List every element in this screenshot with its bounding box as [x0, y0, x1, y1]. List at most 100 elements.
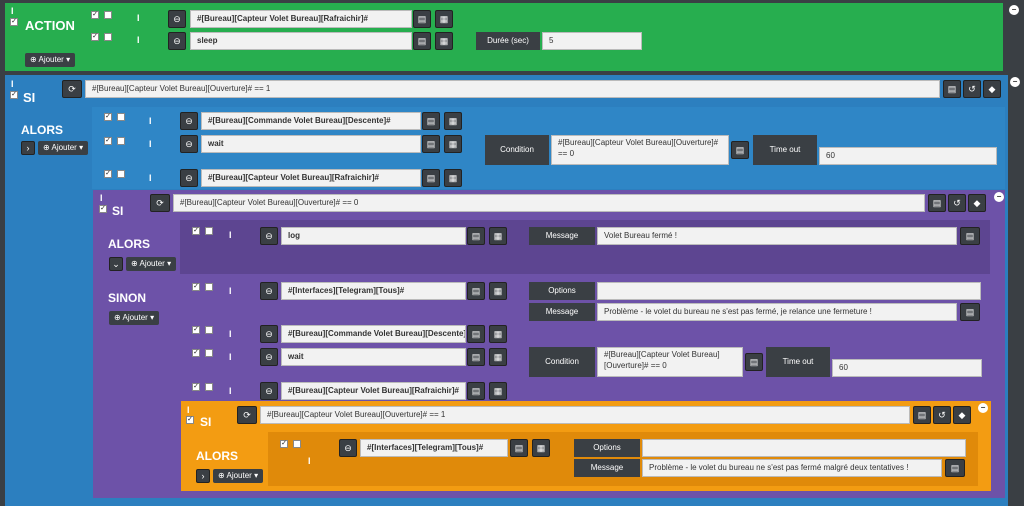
- expand-button[interactable]: ›: [21, 141, 35, 155]
- collapse-icon[interactable]: −: [994, 192, 1004, 202]
- drag-handle[interactable]: I: [137, 13, 140, 23]
- timeout-input[interactable]: 60: [819, 147, 997, 165]
- command-input[interactable]: #[Bureau][Commande Volet Bureau][Descent…: [201, 112, 421, 130]
- option-checkbox[interactable]: [205, 383, 213, 391]
- enable-checkbox[interactable]: ✓: [192, 283, 200, 291]
- history-button[interactable]: ↺: [963, 80, 981, 98]
- drag-handle[interactable]: I: [149, 116, 152, 126]
- list-button[interactable]: ▤: [467, 227, 485, 245]
- enable-checkbox[interactable]: ✓: [91, 11, 99, 19]
- list-button[interactable]: ▤: [731, 141, 749, 159]
- remove-button[interactable]: ⊖: [339, 439, 357, 457]
- list-button[interactable]: ▤: [510, 439, 528, 457]
- remove-button[interactable]: ⊖: [168, 10, 186, 28]
- add-button[interactable]: ⊕ Ajouter ▾: [109, 311, 160, 325]
- enable-checkbox[interactable]: ✓: [104, 113, 112, 121]
- drag-handle[interactable]: I: [229, 230, 232, 240]
- option-checkbox[interactable]: [117, 137, 125, 145]
- drag-handle[interactable]: I: [187, 405, 190, 415]
- table-button[interactable]: ▦: [532, 439, 550, 457]
- command-input[interactable]: wait: [201, 135, 421, 153]
- table-button[interactable]: ▦: [489, 325, 507, 343]
- command-input[interactable]: #[Bureau][Capteur Volet Bureau][Rafraich…: [281, 382, 466, 400]
- table-button[interactable]: ▦: [435, 32, 453, 50]
- command-input[interactable]: log: [281, 227, 466, 245]
- list-button[interactable]: ▤: [413, 10, 431, 28]
- table-button[interactable]: ▦: [444, 169, 462, 187]
- enable-checkbox[interactable]: ✓: [91, 33, 99, 41]
- remove-button[interactable]: ⊖: [260, 227, 278, 245]
- list-button[interactable]: ▤: [413, 32, 431, 50]
- remove-button[interactable]: ⊖: [180, 169, 198, 187]
- history-button[interactable]: ↺: [933, 406, 951, 424]
- list-button[interactable]: ▤: [945, 459, 965, 477]
- condition-input[interactable]: #[Bureau][Capteur Volet Bureau][Ouvertur…: [551, 135, 729, 165]
- list-button[interactable]: ▤: [467, 282, 485, 300]
- message-input[interactable]: Volet Bureau fermé !: [597, 227, 957, 245]
- remove-button[interactable]: ⊖: [260, 382, 278, 400]
- list-button[interactable]: ▤: [745, 353, 763, 371]
- list-button[interactable]: ▤: [467, 382, 485, 400]
- drag-handle[interactable]: I: [229, 386, 232, 396]
- si-checkbox[interactable]: ✓: [10, 91, 18, 99]
- enable-checkbox[interactable]: ✓: [104, 170, 112, 178]
- drag-handle[interactable]: I: [11, 6, 14, 16]
- condition-input[interactable]: #[Bureau][Capteur Volet Bureau][Ouvertur…: [85, 80, 940, 98]
- drag-handle[interactable]: I: [229, 286, 232, 296]
- option-checkbox[interactable]: [293, 440, 301, 448]
- refresh-button[interactable]: ⟳: [237, 406, 257, 424]
- enable-checkbox[interactable]: ✓: [192, 227, 200, 235]
- cube-button[interactable]: ◆: [983, 80, 1001, 98]
- timeout-input[interactable]: 60: [832, 359, 982, 377]
- list-button[interactable]: ▤: [943, 80, 961, 98]
- remove-button[interactable]: ⊖: [180, 135, 198, 153]
- add-button[interactable]: ⊕ Ajouter ▾: [25, 53, 76, 67]
- list-button[interactable]: ▤: [960, 227, 980, 245]
- remove-button[interactable]: ⊖: [260, 325, 278, 343]
- options-input[interactable]: [597, 282, 981, 300]
- refresh-button[interactable]: ⟳: [150, 194, 170, 212]
- remove-button[interactable]: ⊖: [168, 32, 186, 50]
- option-checkbox[interactable]: [117, 170, 125, 178]
- expand-button[interactable]: ⌄: [109, 257, 123, 271]
- command-input[interactable]: #[Interfaces][Telegram][Tous]#: [360, 439, 508, 457]
- si-checkbox[interactable]: ✓: [99, 205, 107, 213]
- table-button[interactable]: ▦: [489, 227, 507, 245]
- action-checkbox[interactable]: ✓: [10, 18, 18, 26]
- list-button[interactable]: ▤: [928, 194, 946, 212]
- command-input[interactable]: sleep: [190, 32, 412, 50]
- list-button[interactable]: ▤: [913, 406, 931, 424]
- option-checkbox[interactable]: [104, 11, 112, 19]
- command-input[interactable]: #[Bureau][Commande Volet Bureau][Descent…: [281, 325, 466, 343]
- collapse-icon[interactable]: −: [1009, 5, 1019, 15]
- list-button[interactable]: ▤: [960, 303, 980, 321]
- drag-handle[interactable]: I: [229, 352, 232, 362]
- condition-input[interactable]: #[Bureau][Capteur Volet Bureau][Ouvertur…: [597, 347, 743, 377]
- enable-checkbox[interactable]: ✓: [192, 349, 200, 357]
- list-button[interactable]: ▤: [467, 325, 485, 343]
- list-button[interactable]: ▤: [422, 135, 440, 153]
- table-button[interactable]: ▦: [489, 382, 507, 400]
- si-checkbox[interactable]: ✓: [186, 416, 194, 424]
- table-button[interactable]: ▦: [489, 282, 507, 300]
- drag-handle[interactable]: I: [149, 139, 152, 149]
- enable-checkbox[interactable]: ✓: [104, 137, 112, 145]
- drag-handle[interactable]: I: [100, 193, 103, 203]
- drag-handle[interactable]: I: [149, 173, 152, 183]
- options-input[interactable]: [642, 439, 966, 457]
- drag-handle[interactable]: I: [11, 79, 14, 89]
- list-button[interactable]: ▤: [422, 169, 440, 187]
- remove-button[interactable]: ⊖: [260, 282, 278, 300]
- remove-button[interactable]: ⊖: [180, 112, 198, 130]
- option-checkbox[interactable]: [205, 283, 213, 291]
- command-input[interactable]: #[Bureau][Capteur Volet Bureau][Rafraich…: [190, 10, 412, 28]
- drag-handle[interactable]: I: [137, 35, 140, 45]
- cube-button[interactable]: ◆: [953, 406, 971, 424]
- cube-button[interactable]: ◆: [968, 194, 986, 212]
- option-checkbox[interactable]: [205, 349, 213, 357]
- command-input[interactable]: wait: [281, 348, 466, 366]
- remove-button[interactable]: ⊖: [260, 348, 278, 366]
- option-checkbox[interactable]: [104, 33, 112, 41]
- duration-input[interactable]: 5: [542, 32, 642, 50]
- condition-input[interactable]: #[Bureau][Capteur Volet Bureau][Ouvertur…: [260, 406, 910, 424]
